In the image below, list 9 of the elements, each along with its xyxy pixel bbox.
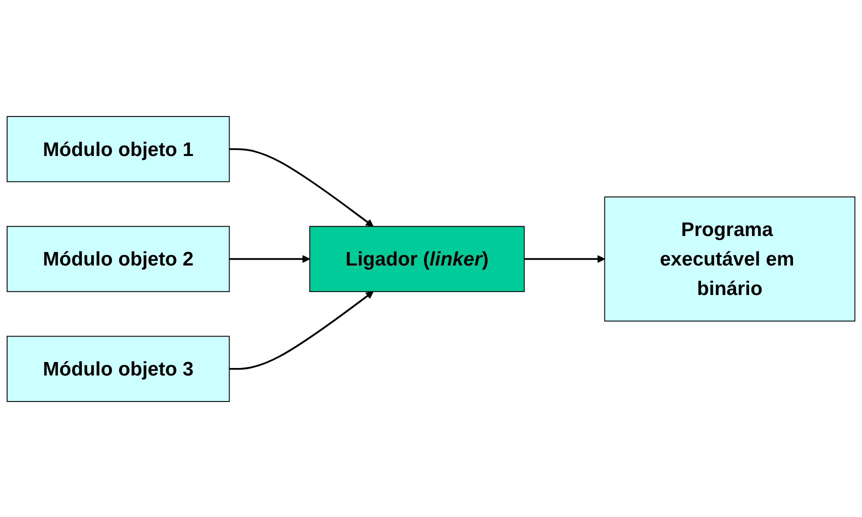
node-box: Módulo objeto 2 — [6, 225, 230, 292]
arrow — [229, 148, 374, 226]
arrow — [229, 254, 310, 262]
arrow — [524, 254, 606, 262]
arrow — [229, 290, 374, 370]
node-box: Ligador (linker) — [309, 225, 525, 292]
node-box: Módulo objeto 1 — [6, 116, 230, 182]
node-box: Programa executável em binário — [604, 196, 856, 322]
node-box: Módulo objeto 3 — [6, 335, 230, 402]
